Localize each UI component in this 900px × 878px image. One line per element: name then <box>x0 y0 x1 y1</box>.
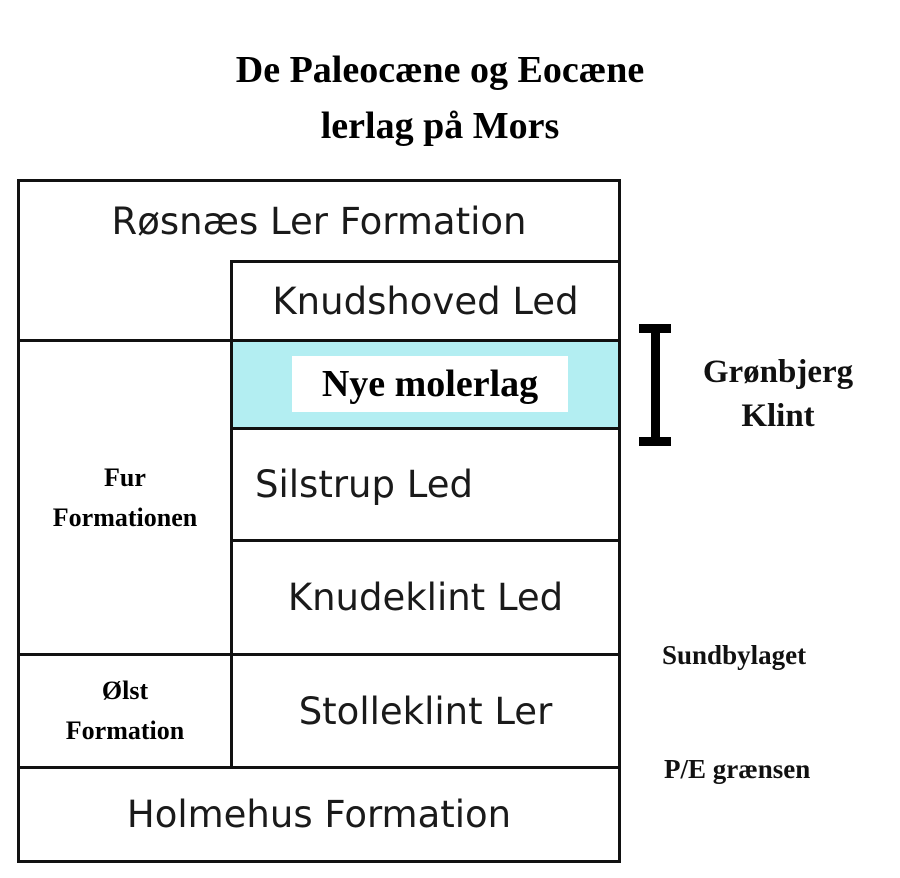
olst-line-1: Ølst <box>101 676 149 705</box>
unit-rosnaes-ler-formation: Røsnæs Ler Formation <box>111 199 527 243</box>
gronbjerg-line-2: Klint <box>741 398 815 434</box>
grid-line <box>17 179 621 182</box>
unit-stolleklint-ler: Stolleklint Ler <box>298 689 553 733</box>
grid-line <box>618 179 621 863</box>
sundbylaget-label: Sundbylaget <box>662 640 807 670</box>
title-line-1: De Paleocæne og Eocæne <box>235 49 645 91</box>
fur-line-2: Formationen <box>52 502 198 532</box>
grid-line <box>230 260 233 768</box>
gronbjerg-klint-label: Grønbjerg Klint <box>678 350 878 438</box>
grid-line <box>17 339 621 342</box>
unit-nye-molerlag: Nye molerlag <box>292 356 568 412</box>
olst-line-2: Formation <box>65 716 185 745</box>
diagram-title: De Paleocæne og Eocæne lerlag på Mors <box>0 42 880 154</box>
grid-line <box>17 179 20 863</box>
unit-holmehus-formation: Holmehus Formation <box>126 793 512 836</box>
gronbjerg-line-1: Grønbjerg <box>702 354 854 390</box>
pe-graensen-label: P/E grænsen <box>664 754 811 784</box>
unit-olst-formation: Ølst Formation <box>20 656 230 766</box>
fur-line-1: Fur <box>104 462 146 492</box>
unit-fur-formationen: Fur Formationen <box>20 342 230 653</box>
unit-knudshoved-led: Knudshoved Led <box>272 279 579 323</box>
unit-silstrup-led: Silstrup Led <box>255 463 473 506</box>
grid-line <box>17 766 621 769</box>
grid-line <box>232 539 620 542</box>
gronbjerg-bracket-icon <box>639 324 671 446</box>
grid-line <box>17 860 621 863</box>
title-line-2: lerlag på Mors <box>320 105 560 147</box>
grid-line <box>17 653 621 656</box>
grid-line <box>232 260 620 263</box>
unit-knudeklint-led: Knudeklint Led <box>287 576 564 619</box>
grid-line <box>232 427 620 430</box>
